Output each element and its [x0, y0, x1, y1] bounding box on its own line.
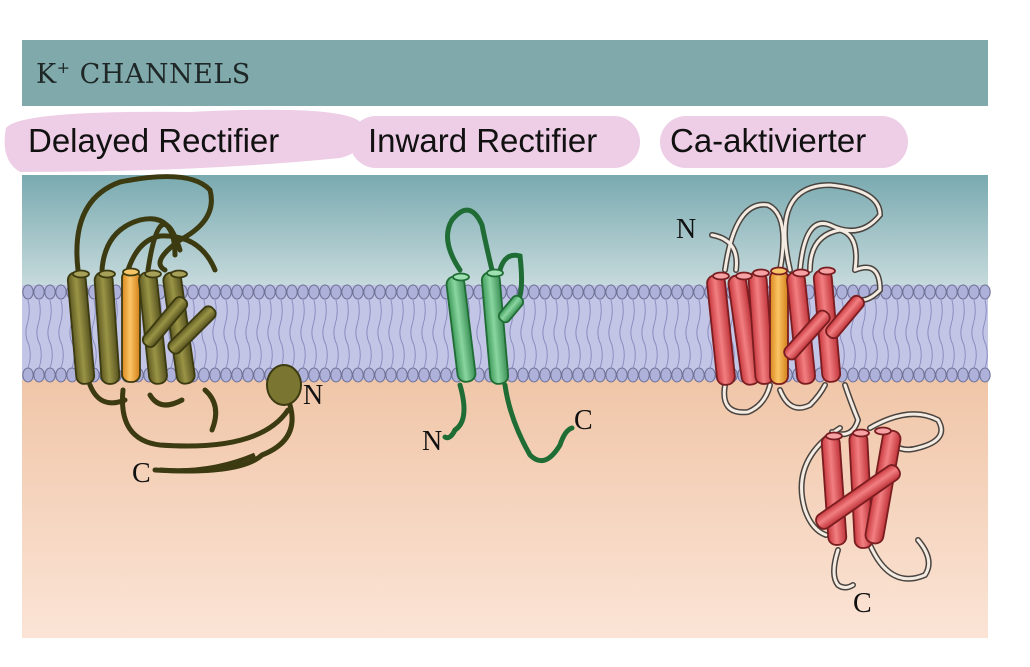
- ca-activated-channel-loops-inner: [710, 183, 943, 589]
- ca-cytoplasmic-domain: [815, 426, 902, 549]
- ca-c-terminal: C: [853, 588, 872, 619]
- inward-helices: [445, 268, 525, 385]
- delayed-tail-c: [159, 452, 256, 474]
- highlight-inward: [350, 116, 640, 168]
- highlight-delayed: [4, 109, 365, 172]
- ca-membrane-helices: [706, 266, 865, 386]
- delayed-n-terminal: N: [303, 380, 324, 411]
- label-inward-rectifier: Inward Rectifier: [368, 122, 598, 159]
- inward-n-terminal: N: [422, 426, 443, 457]
- header-bar: K+ CHANNELS: [22, 40, 988, 106]
- inward-c-terminal: C: [574, 405, 593, 436]
- label-ca-activated: Ca-aktivierter: [670, 122, 867, 159]
- delayed-c-terminal: C: [132, 458, 151, 489]
- highlight-ca: [660, 116, 908, 168]
- delayed-helices: [66, 267, 217, 385]
- ca-n-terminal: N: [676, 214, 697, 245]
- header-title: K+ CHANNELS: [36, 58, 251, 90]
- delayed-n-domain: [266, 364, 302, 406]
- delayed-rectifier-channel: [74, 174, 295, 474]
- label-delayed-rectifier: Delayed Rectifier: [28, 122, 280, 159]
